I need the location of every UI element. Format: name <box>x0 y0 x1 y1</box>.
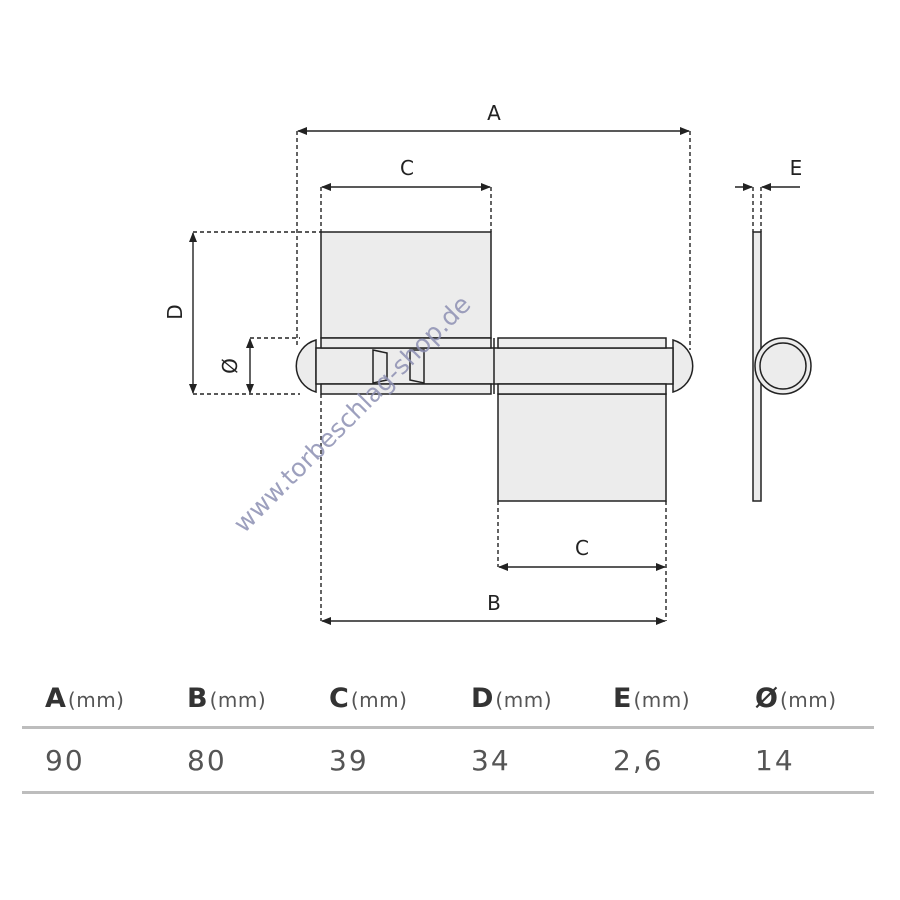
hinge-technical-drawing: A C C B E D Ø www.torbeschlag-shop.de <box>163 101 812 625</box>
header-key: Ø <box>755 682 778 714</box>
dimensions-table: A(mm) B(mm) C(mm) D(mm) E(mm) Ø(mm) 90 8… <box>22 670 874 794</box>
header-cell: D(mm) <box>448 683 590 714</box>
dimension-label-d: D <box>163 304 187 319</box>
value-cell: 2,6 <box>613 743 664 777</box>
header-key: C <box>329 682 349 714</box>
header-unit: (mm) <box>350 687 408 712</box>
header-unit: (mm) <box>495 687 552 712</box>
header-cell: E(mm) <box>590 683 732 714</box>
header-cell: A(mm) <box>22 683 164 714</box>
header-cell: C(mm) <box>306 683 448 714</box>
value-cell: 34 <box>471 743 511 777</box>
hinge-front-view <box>295 231 694 502</box>
header-unit: (mm) <box>67 687 125 712</box>
table-row: 90 80 39 34 2,6 14 <box>22 729 874 794</box>
dimension-lines <box>189 127 800 625</box>
value-cell: 14 <box>755 743 795 777</box>
header-cell: B(mm) <box>164 683 306 714</box>
table-header-row: A(mm) B(mm) C(mm) D(mm) E(mm) Ø(mm) <box>22 670 874 729</box>
dimension-label-c-top: C <box>400 156 414 180</box>
header-key: B <box>187 682 208 714</box>
header-unit: (mm) <box>209 687 267 712</box>
header-unit: (mm) <box>779 687 837 712</box>
extension-lines <box>193 131 762 621</box>
header-key: A <box>45 682 66 714</box>
value-cell: 39 <box>329 743 369 777</box>
dimension-label-b: B <box>487 591 501 615</box>
value-cell: 80 <box>187 743 227 777</box>
hinge-side-view <box>752 231 812 502</box>
value-cell: 90 <box>45 743 85 777</box>
dimension-label-c-bottom: C <box>575 536 589 560</box>
header-key: E <box>613 682 632 714</box>
dimension-label-diameter: Ø <box>218 358 242 374</box>
header-cell: Ø(mm) <box>732 683 874 714</box>
dimension-label-e: E <box>790 156 803 180</box>
header-unit: (mm) <box>633 687 691 712</box>
dimension-label-a: A <box>487 101 501 125</box>
header-key: D <box>471 682 494 714</box>
